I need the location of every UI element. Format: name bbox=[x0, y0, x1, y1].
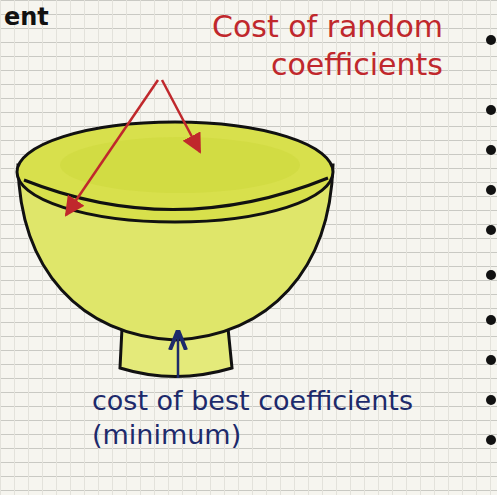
minimum-cost-label: cost of best coefficients (minimum) bbox=[92, 384, 432, 452]
random-cost-label: Cost of random coefficients bbox=[88, 8, 443, 83]
cut-heading: ent bbox=[4, 2, 84, 32]
